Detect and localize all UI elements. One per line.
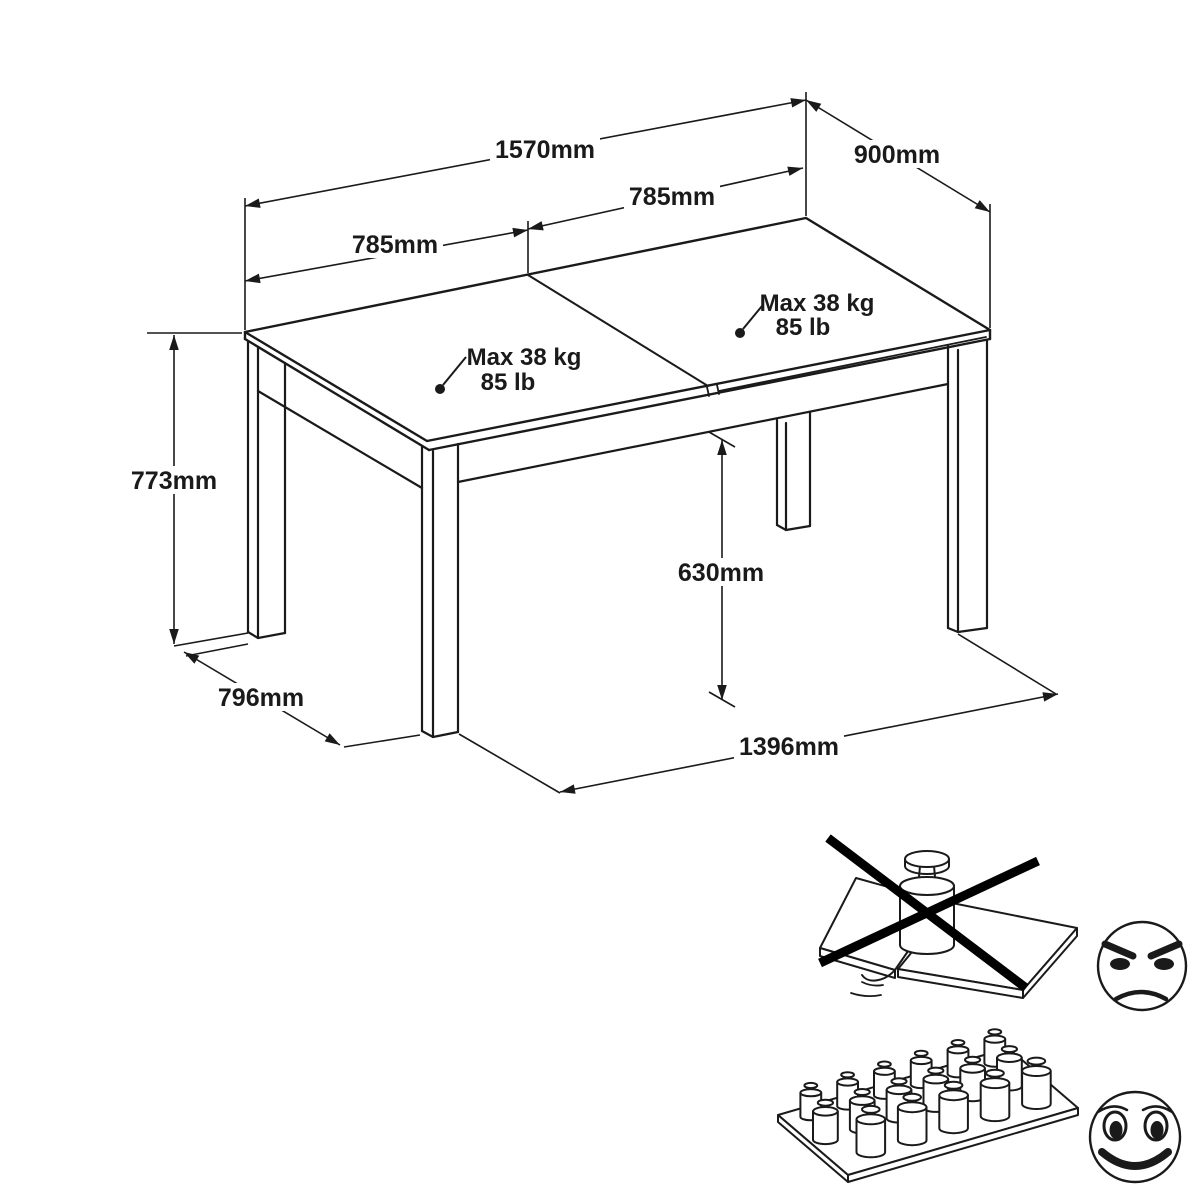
load-point-dot	[435, 384, 445, 394]
dimension-label-half-right: 785mm	[629, 183, 715, 211]
dimension-label-foot-depth: 796mm	[218, 684, 304, 712]
arrowhead-icon	[787, 166, 803, 176]
load-point-dot	[735, 328, 745, 338]
small-weight	[855, 1104, 887, 1159]
arrowhead-icon	[1042, 692, 1058, 702]
prohibition-cross	[818, 834, 1040, 992]
arrowhead-icon	[245, 198, 261, 208]
arrowhead-icon	[717, 685, 727, 700]
arrowhead-icon	[717, 440, 727, 455]
distributed-load-icon	[777, 1028, 1079, 1183]
back-right-leg	[775, 411, 812, 532]
small-weights	[799, 1028, 1052, 1159]
arrowhead-icon	[790, 98, 806, 108]
arrowhead-icon	[169, 629, 179, 644]
dimension-label-clearance: 630mm	[678, 559, 764, 587]
arrowhead-icon	[528, 221, 544, 231]
arrowhead-icon	[324, 733, 340, 745]
small-weight	[896, 1092, 928, 1147]
arrowhead-icon	[169, 335, 179, 350]
single-heavy-load-crossed-icon	[818, 834, 1078, 999]
dimension-label-total-length: 1570mm	[495, 136, 595, 164]
dimension-arrowheads	[169, 98, 1058, 794]
small-weight	[1021, 1056, 1052, 1110]
dimension-label-height: 773mm	[131, 467, 217, 495]
angry-face-icon	[1096, 920, 1188, 1012]
small-weight	[938, 1080, 969, 1135]
max-load-left-line1: Max 38 kg	[467, 344, 582, 371]
dimension-label-half-left: 785mm	[352, 231, 438, 259]
max-load-left: Max 38 kg 85 lb	[435, 344, 581, 396]
dimension-label-leg-span: 1396mm	[739, 733, 839, 761]
extension-leaf-line	[718, 336, 987, 392]
happy-face-icon	[1088, 1090, 1182, 1184]
front-right-leg	[946, 339, 989, 634]
arrowhead-icon	[512, 227, 528, 238]
arrowhead-icon	[806, 100, 822, 112]
max-load-right-line1: Max 38 kg	[760, 290, 875, 317]
arrowhead-icon	[184, 652, 200, 664]
max-load-right: Max 38 kg 85 lb	[735, 290, 874, 341]
arrowhead-icon	[245, 273, 261, 284]
front-apron-edge	[456, 382, 950, 484]
tabletop-seam	[527, 274, 709, 387]
max-load-left-line2: 85 lb	[481, 369, 536, 396]
max-load-right-line2: 85 lb	[776, 314, 831, 341]
small-weight	[979, 1068, 1011, 1123]
dimension-label-depth: 900mm	[854, 141, 940, 169]
arrowhead-icon	[974, 200, 990, 212]
small-weight	[812, 1098, 839, 1146]
table-drawing	[243, 216, 992, 739]
arrowhead-icon	[560, 784, 576, 794]
dimension-label-backgrounds	[126, 135, 945, 760]
front-left-leg	[420, 442, 460, 739]
dimension-labels: 1570mm 900mm 785mm 785mm 773mm 630mm 796…	[131, 136, 940, 761]
back-left-leg	[246, 340, 287, 640]
left-apron-edge	[256, 389, 424, 490]
small-weight	[946, 1039, 970, 1079]
